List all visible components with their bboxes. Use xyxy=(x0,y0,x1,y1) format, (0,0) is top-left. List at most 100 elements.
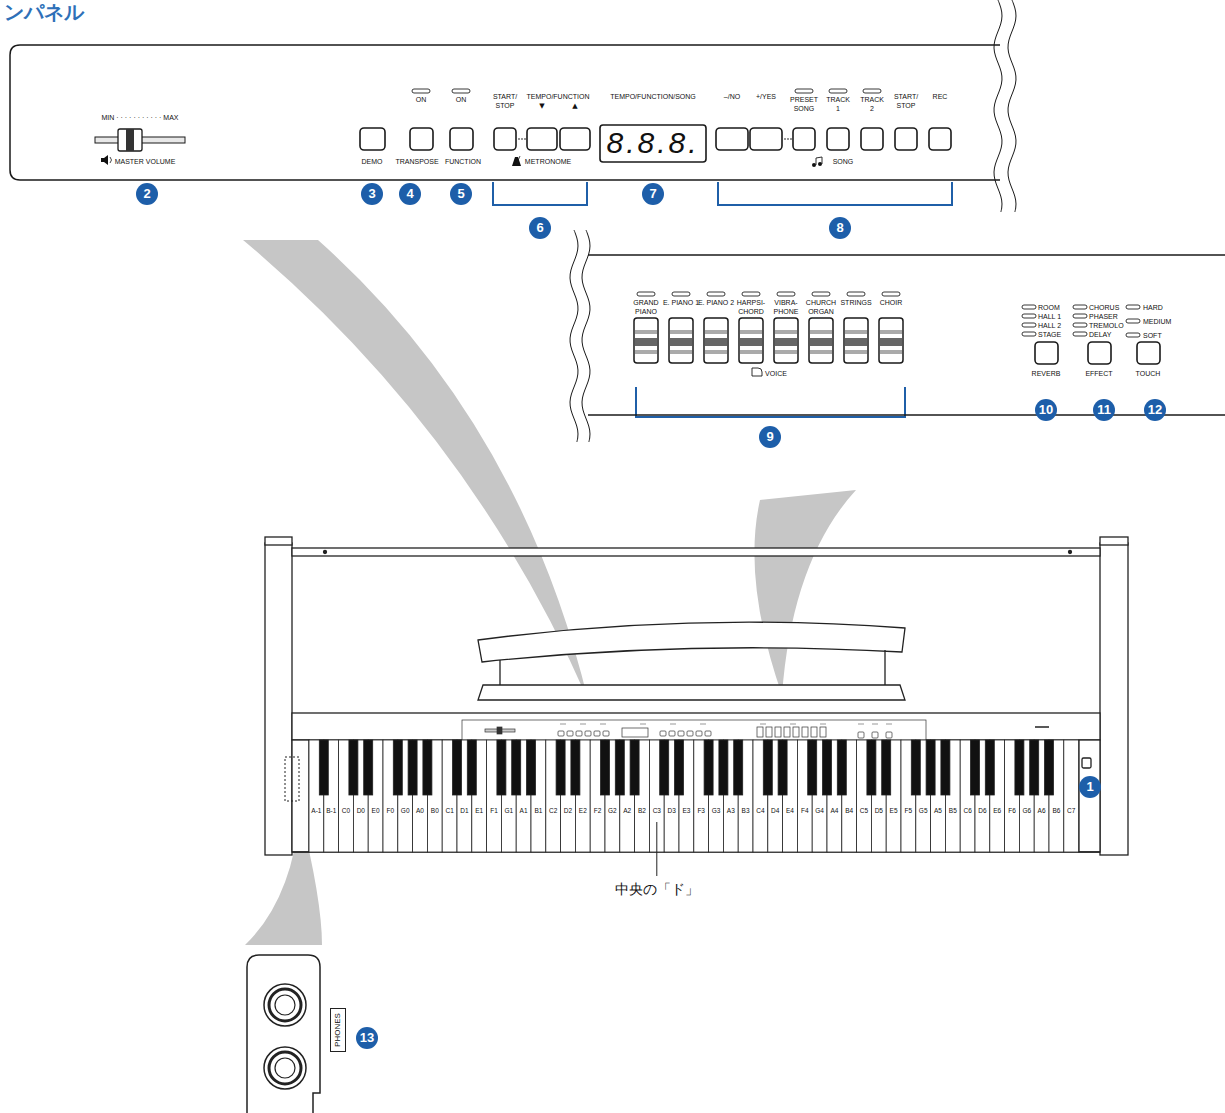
key-name: D1 xyxy=(460,806,468,815)
control-panel-lower-shape xyxy=(844,318,868,363)
key-name: B5 xyxy=(949,806,957,815)
piano-keys-shape xyxy=(601,740,610,795)
mini-panel-shape xyxy=(585,731,591,736)
mini-panel-shape xyxy=(790,724,796,725)
leader-line xyxy=(656,822,657,876)
key-name: A5 xyxy=(934,806,942,815)
key-name: A0 xyxy=(416,806,424,815)
control-panel-upper-shape xyxy=(716,128,748,150)
piano-keys-shape xyxy=(408,740,417,795)
piano-keys-shape xyxy=(926,740,935,795)
phones-jack-panel-shape xyxy=(275,995,295,1015)
piano-body-shape xyxy=(478,685,905,700)
control-panel-lower-shape xyxy=(1022,323,1036,327)
control-panel-lower-shape xyxy=(740,338,762,346)
phones-jack-panel-shape xyxy=(264,1047,306,1089)
mini-panel-shape xyxy=(760,724,766,725)
control-panel-lower-shape xyxy=(637,292,655,296)
key-name: E2 xyxy=(579,806,587,815)
callout-number: 12 xyxy=(1144,399,1166,421)
key-name: D3 xyxy=(667,806,675,815)
panel-label: METRONOME xyxy=(525,157,571,166)
key-name: C7 xyxy=(1067,806,1075,815)
panel-label: +/YES xyxy=(756,92,776,101)
control-panel-lower-shape xyxy=(879,318,903,363)
control-panel-lower-shape xyxy=(707,292,725,296)
mini-panel-shape xyxy=(858,732,864,738)
phones-jack-panel-shape xyxy=(269,989,301,1021)
control-panel-lower-shape xyxy=(705,330,727,334)
mini-panel xyxy=(462,720,926,740)
panel-label: TRANSPOSE xyxy=(395,157,438,166)
panel-label: ON xyxy=(456,95,467,104)
piano-body-shape xyxy=(1100,543,1128,855)
key-name: A4 xyxy=(830,806,838,815)
mini-panel-shape xyxy=(580,724,586,725)
control-panel-lower-shape xyxy=(672,292,690,296)
mini-panel-shape xyxy=(603,731,609,736)
control-panel-lower xyxy=(570,230,1225,442)
control-panel-upper-shape xyxy=(521,138,523,140)
callout-number: 6 xyxy=(529,217,551,239)
piano-body-shape xyxy=(1100,537,1128,545)
control-panel-lower-shape xyxy=(880,338,902,346)
piano-keys-shape xyxy=(911,740,920,795)
panel-label: MASTER VOLUME xyxy=(115,157,176,166)
control-panel-lower-shape xyxy=(752,368,762,376)
callout-bracket xyxy=(493,182,952,417)
control-panel-lower-shape xyxy=(635,330,657,334)
piano-keys-shape xyxy=(364,740,373,795)
control-panel-lower-shape xyxy=(582,230,590,442)
mini-panel-shape xyxy=(757,727,763,737)
key-name: C0 xyxy=(342,806,350,815)
piano-keys-shape xyxy=(1015,740,1024,795)
piano-body-shape xyxy=(292,713,1100,740)
piano-body-shape xyxy=(292,548,1100,556)
control-panel-lower-shape xyxy=(1088,342,1111,364)
key-name: D6 xyxy=(978,806,986,815)
key-name: D4 xyxy=(771,806,779,815)
control-panel-lower-shape xyxy=(1137,342,1160,364)
control-panel-upper-shape xyxy=(118,129,142,151)
panel-label: TOUCH xyxy=(1136,369,1161,378)
mini-panel-shape xyxy=(696,731,702,736)
mini-panel-shape xyxy=(872,724,878,725)
key-name: B6 xyxy=(1052,806,1060,815)
control-panel-upper-shape xyxy=(527,128,557,150)
mini-panel-shape xyxy=(567,731,573,736)
panel-label: CHORUS xyxy=(1089,303,1119,312)
leader-line-shape xyxy=(656,822,657,876)
control-panel-upper-shape xyxy=(512,157,521,166)
control-panel-lower-shape xyxy=(1022,332,1036,336)
control-panel-upper-shape xyxy=(750,128,782,150)
panel-label: PHASER xyxy=(1089,312,1118,321)
panel-label: MEDIUM xyxy=(1143,317,1171,326)
control-panel-lower-shape xyxy=(847,292,865,296)
control-panel-lower-shape xyxy=(740,330,762,334)
panel-label: ROOM xyxy=(1038,303,1060,312)
key-name: B3 xyxy=(742,806,750,815)
piano-body-shape xyxy=(1082,758,1091,768)
control-panel-lower-shape xyxy=(1035,342,1058,364)
control-panel-lower-shape xyxy=(670,338,692,346)
control-panel-lower-shape xyxy=(880,330,902,334)
piano-body-shape xyxy=(1069,551,1072,554)
mini-panel-shape xyxy=(660,731,666,736)
phones-jack-panel-shape xyxy=(247,955,320,1113)
mini-panel-shape xyxy=(784,727,790,737)
control-panel-lower-shape xyxy=(775,330,797,334)
key-name: B2 xyxy=(638,806,646,815)
mini-panel-shape xyxy=(872,732,878,738)
key-name: B-1 xyxy=(326,806,336,815)
key-name: B0 xyxy=(431,806,439,815)
control-panel-upper-shape xyxy=(784,138,786,140)
control-panel-upper-shape xyxy=(450,128,473,150)
panel-label: CHURCH ORGAN xyxy=(801,298,841,316)
piano-keys-shape xyxy=(467,740,476,795)
piano-keys-shape xyxy=(734,740,743,795)
mini-panel-shape xyxy=(802,727,808,737)
led-display: 8.8.8. xyxy=(606,126,699,160)
callout-number: 1 xyxy=(1079,776,1101,798)
control-panel-upper-shape xyxy=(818,162,822,166)
control-panel-upper-shape xyxy=(994,0,1002,212)
